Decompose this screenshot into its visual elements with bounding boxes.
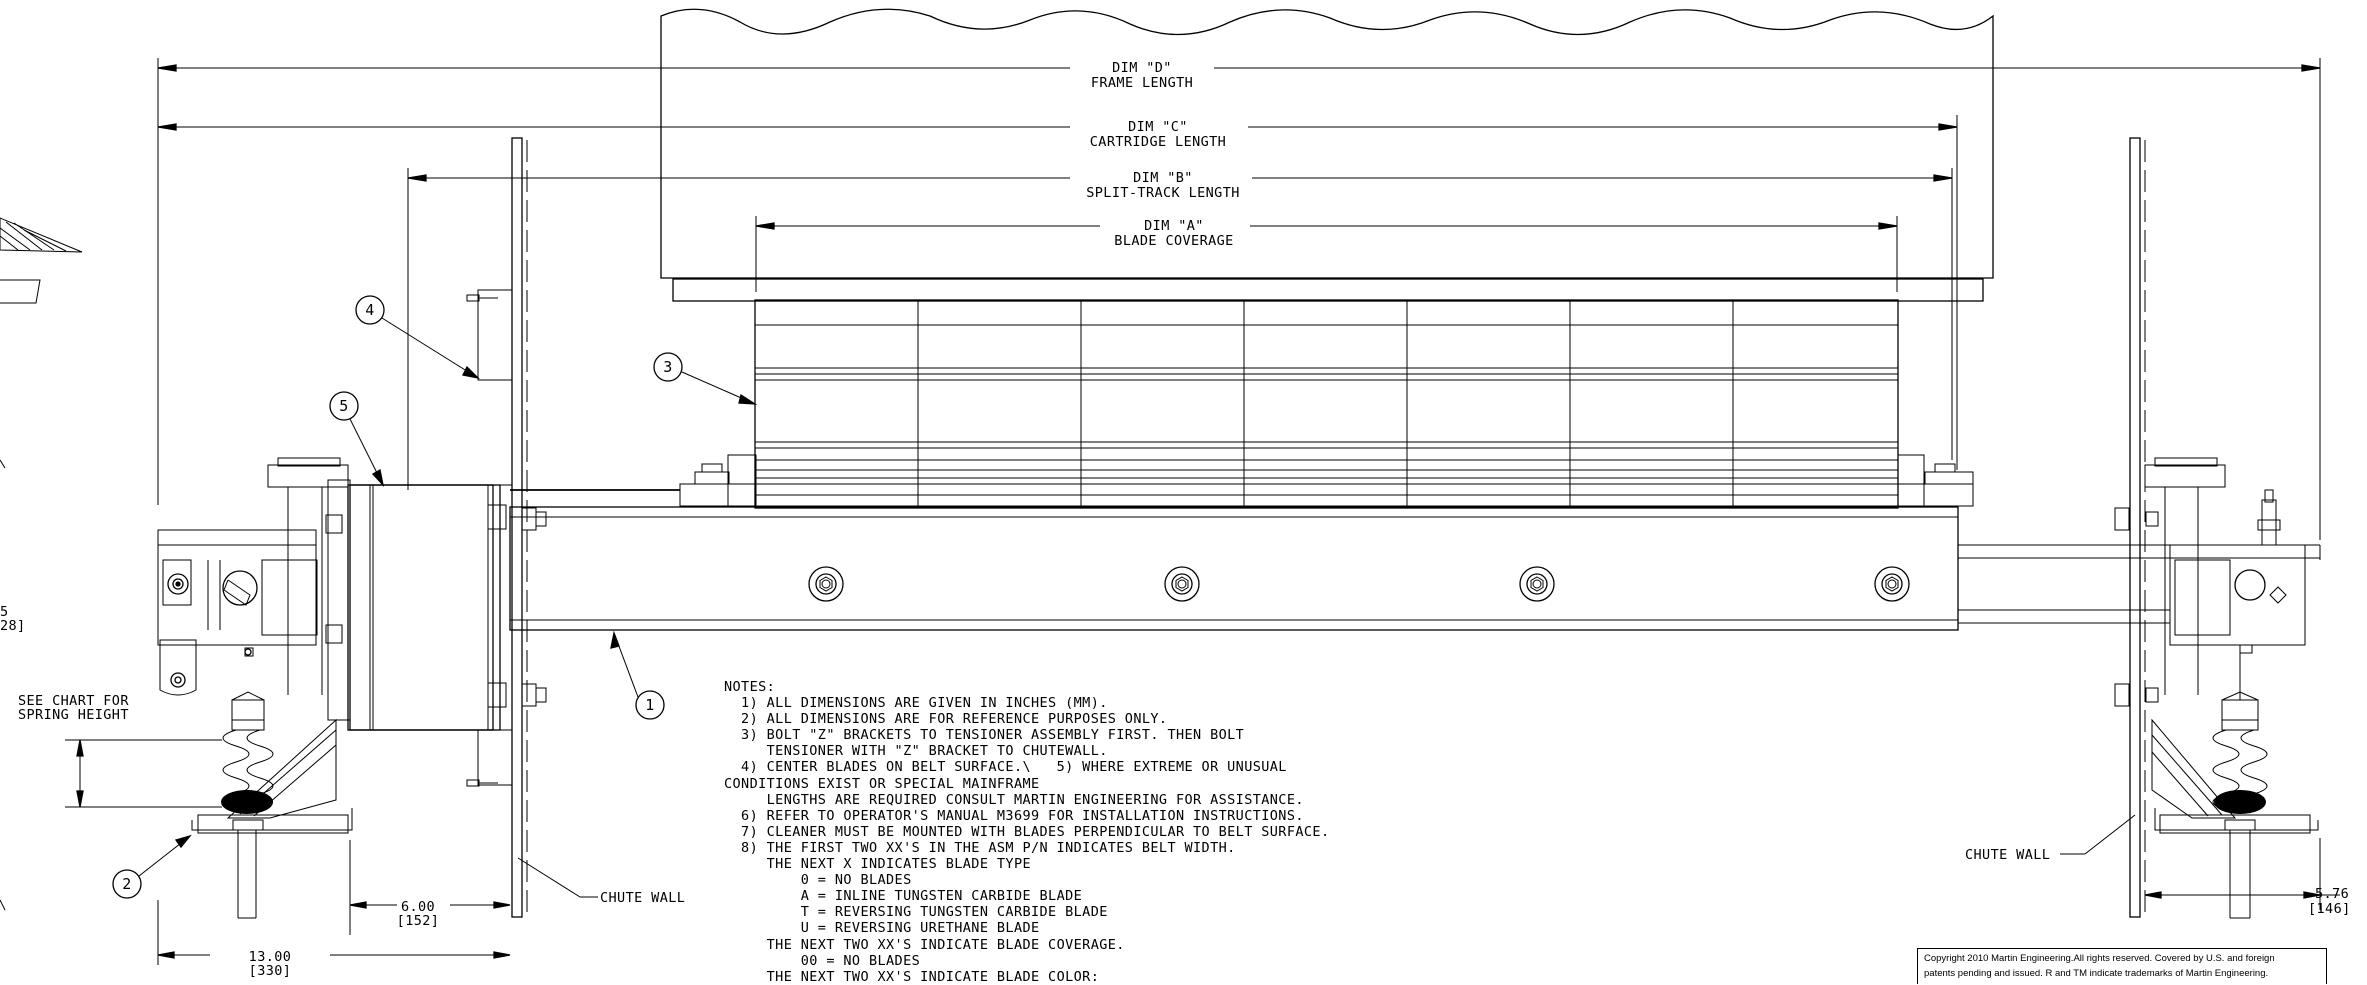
dim-b-desc: SPLIT-TRACK LENGTH — [1086, 185, 1240, 201]
note-line: 6) REFER TO OPERATOR'S MANUAL M3699 FOR … — [724, 807, 1304, 824]
note-line: THE NEXT X INDICATES BLADE TYPE — [724, 856, 1031, 873]
balloon-1-number: 1 — [645, 696, 654, 714]
note-line: CONDITIONS EXIST OR SPECIAL MAINFRAME — [724, 775, 1040, 792]
note-line: 00 = NO BLADES — [724, 952, 921, 969]
balloon-2 — [112, 834, 192, 899]
note-line: 7) CLEANER MUST BE MOUNTED WITH BLADES P… — [724, 823, 1330, 840]
main-frame-tube — [509, 506, 2321, 631]
balloon-4-number: 4 — [365, 301, 374, 319]
cylinder-left — [347, 484, 494, 731]
note-line: 3) BOLT "Z" BRACKETS TO TENSIONER ASSEMB… — [724, 727, 1245, 744]
partial-view-left — [0, 217, 83, 911]
dim-c-label: DIM "C" — [1128, 119, 1188, 135]
note-line: 0 = NO BLADES — [724, 872, 912, 889]
note-line: 2) ALL DIMENSIONS ARE FOR REFERENCE PURP… — [724, 711, 1168, 728]
dim-a-label: DIM "A" — [1144, 218, 1204, 234]
belt-edge-plate — [672, 278, 1984, 302]
dim-right-width-metric: [146] — [2308, 901, 2351, 917]
note-line: TENSIONER WITH "Z" BRACKET TO CHUTEWALL. — [724, 743, 1108, 760]
chute-wall-label-left: CHUTE WALL — [600, 890, 685, 906]
copyright-block: Copyright 2010 Martin Engineering.All ri… — [1917, 948, 2327, 984]
dim-d-desc: FRAME LENGTH — [1091, 75, 1193, 91]
dim-left-width-value: 13.00 — [249, 949, 292, 965]
dim-left-offset-value: 6.00 — [401, 899, 435, 915]
see-chart-label-1: SEE CHART FOR — [18, 693, 129, 709]
chute-wall-plate-left — [466, 137, 528, 918]
dim-left-offset-metric: [152] — [397, 913, 440, 929]
balloon-5 — [329, 391, 385, 488]
note-line: NOTES: — [724, 679, 776, 695]
dim-c-desc: CARTRIDGE LENGTH — [1090, 134, 1226, 150]
balloon-1 — [610, 630, 665, 720]
balloon-4 — [355, 295, 480, 380]
balloon-3 — [653, 352, 758, 405]
note-line: U = REVERSING URETHANE BLADE — [724, 920, 1040, 937]
tensioner-left — [157, 457, 547, 919]
see-chart-label-2: SPRING HEIGHT — [18, 707, 129, 723]
chute-wall-label-right: CHUTE WALL — [1965, 847, 2050, 863]
dimension-lines — [157, 58, 2321, 540]
balloon-2-number: 2 — [122, 875, 131, 893]
dim-a-desc: BLADE COVERAGE — [1114, 233, 1233, 249]
dim-d-label: DIM "D" — [1112, 60, 1172, 76]
note-line: 1) ALL DIMENSIONS ARE GIVEN IN INCHES (M… — [724, 695, 1108, 712]
blade-cartridge — [510, 299, 1974, 509]
note-line: T = REVERSING TUNGSTEN CARBIDE BLADE — [724, 904, 1108, 921]
dim-right-width-value: 5.76 — [2315, 886, 2349, 902]
belt-outline — [660, 8, 1994, 279]
edge-dim-metric: 28] — [0, 618, 26, 634]
dim-b-label: DIM "B" — [1133, 170, 1193, 186]
drawing-notes: NOTES: 1) ALL DIMENSIONS ARE GIVEN IN IN… — [724, 679, 1329, 985]
lower-left-dimensions — [65, 739, 511, 965]
dim-left-width-metric: [330] — [249, 963, 292, 979]
frame-bolt-1 — [808, 566, 844, 602]
frame-bolt-2 — [1164, 566, 1200, 602]
note-line: THE NEXT TWO XX'S INDICATE BLADE COVERAG… — [724, 936, 1125, 953]
note-line: 4) CENTER BLADES ON BELT SURFACE.\ 5) WH… — [724, 759, 1287, 776]
copyright-line-1: Copyright 2010 Martin Engineering.All ri… — [1924, 953, 2275, 964]
balloon-3-number: 3 — [663, 358, 672, 376]
frame-bolt-4 — [1874, 566, 1910, 602]
frame-bolt-3 — [1519, 566, 1555, 602]
lower-right-dimension — [2144, 838, 2340, 910]
edge-dim-value: 5 — [0, 604, 9, 620]
note-line: A = INLINE TUNGSTEN CARBIDE BLADE — [724, 888, 1083, 905]
chute-wall-plate-right — [2129, 137, 2146, 918]
balloon-5-number: 5 — [339, 397, 348, 415]
note-line: 8) THE FIRST TWO XX'S IN THE ASM P/N IND… — [724, 839, 1236, 856]
note-line: THE NEXT TWO XX'S INDICATE BLADE COLOR: — [724, 968, 1100, 985]
tensioner-right — [2114, 457, 2319, 919]
note-line: LENGTHS ARE REQUIRED CONSULT MARTIN ENGI… — [724, 791, 1304, 808]
hatched-wedge — [0, 217, 83, 253]
copyright-line-2: patents pending and issued. R and TM ind… — [1924, 968, 2269, 979]
